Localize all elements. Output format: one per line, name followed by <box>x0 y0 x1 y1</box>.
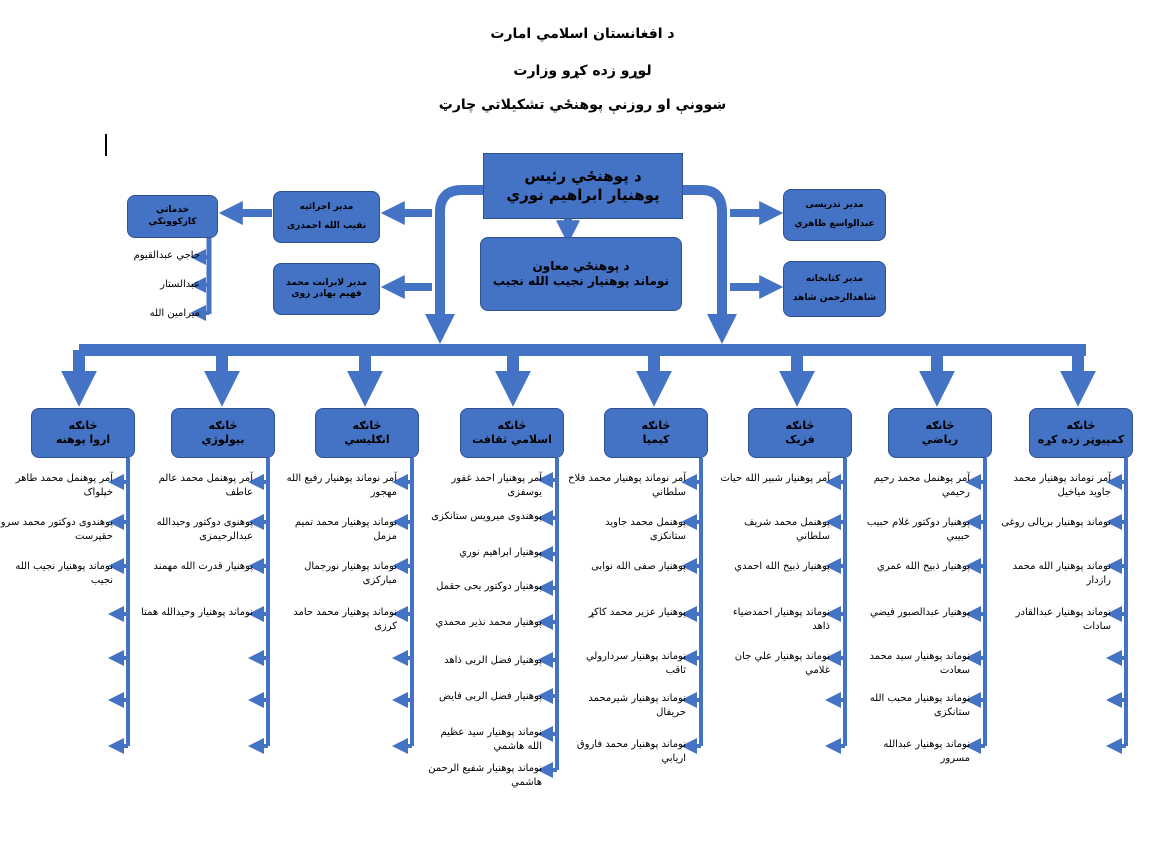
staff-member: نوماند پوهنیار عبدالله مسرور <box>883 739 970 764</box>
lab-manager-title: مدیر لابرانت محمد <box>286 277 367 288</box>
staff-member: آمر نوماند پوهنیار رفیع الله مهجور <box>286 473 397 498</box>
staff-member: پوهنوی دوکتور وحیدالله عبدالرحیمزی <box>156 517 253 542</box>
teaching-manager-box: مدیر تدریسی عبدالواسع ظاهري <box>783 189 886 241</box>
department-name: فزیک <box>785 433 815 446</box>
staff-member: آمر نوماند پوهنیار محمد فلاح سلطاني <box>568 473 686 498</box>
department-name: انګلیسي <box>344 433 390 446</box>
department-kind: څانګه <box>641 419 671 433</box>
service-staff-member: عبدالستار <box>160 279 200 290</box>
department-kind: څانګه <box>208 419 238 433</box>
staff-member: پوهندوی دوکتور محمد سرور حقپرست <box>0 517 113 542</box>
staff-member: پوهنیار دوکتور یحی حقمل <box>436 581 542 592</box>
staff-member: پوهنیار ابراهیم نوري <box>459 547 542 558</box>
service-staff-list: حاجي عبدالقیوم عبدالستار میرامین الله <box>100 250 200 337</box>
staff-member: نوماند پوهنیار شفیع الرحمن هاشمي <box>428 763 542 788</box>
department-kind: څانګه <box>68 419 98 433</box>
header-line-3: ښوونې او روزنې پوهنځي تشکیلاتي چارټ <box>438 97 727 113</box>
staff-member: نوماند پوهنیار محبب الله ستانکزی <box>869 693 970 718</box>
staff-member: پوهنمل محمد جاوید ستانکزی <box>605 517 686 542</box>
exec-manager-box: مدیر اجرائیه نقیب الله احمدزی <box>273 191 380 243</box>
library-head-name: شاهدالرحمن شاهد <box>792 293 877 303</box>
department-name: اسلامي ثقافت <box>472 433 552 446</box>
service-staff-title-2: کارکوونکي <box>148 216 197 227</box>
library-head-box: مدیر کتابخانه شاهدالرحمن شاهد <box>783 261 886 317</box>
dean-title: د پوهنځي رئیس <box>524 167 642 186</box>
staff-member: نوماند پوهنیار محمد فاروق اریابي <box>576 739 686 764</box>
deputy-name: نوماند پوهنیار نجیب الله نجیب <box>493 274 669 288</box>
staff-member: نوماند پوهنیار شیرمحمد حریفال <box>588 693 686 718</box>
staff-member: پوهنیار دوکتور غلام حبیب حبیبي <box>866 517 970 542</box>
staff-member: پوهنیار محمد نذیر محمدي <box>435 617 542 628</box>
staff-member: پوهنیار قدرت الله مهمند <box>153 561 253 572</box>
service-staff-member: میرامین الله <box>149 308 200 319</box>
dean-name: پوهنیار ابراهیم نوري <box>506 186 660 204</box>
text-cursor <box>105 134 107 156</box>
library-head-title: مدیر کتابخانه <box>805 273 864 284</box>
department-name: بیولوژي <box>201 433 245 446</box>
staff-member: آمر پوهنمل محمد رحیم رحیمي <box>873 473 970 498</box>
staff-member: نوماند پوهنیار بریالی روغی <box>1001 517 1111 528</box>
teaching-manager-title: مدیر تدریسی <box>805 199 864 210</box>
department-kind: څانګه <box>352 419 382 433</box>
staff-member: نوماند پوهنیار محمد حامد کرزی <box>293 607 397 632</box>
dean-box: د پوهنځي رئیس پوهنیار ابراهیم نوري <box>483 153 683 219</box>
staff-member: نوماند پوهنیار وحیدالله همتا <box>141 607 253 618</box>
staff-member: نوماند پوهنیار عبدالقادر سادات <box>1015 607 1111 632</box>
staff-member: نوماند پوهنیار سید محمد سعادت <box>869 651 970 676</box>
lab-manager-name: فهیم بهادر زوی <box>291 289 362 299</box>
staff-member: پوهنیار فضل الربی فایض <box>438 691 542 702</box>
staff-member: آمر پوهنیار احمد غفور یوسفزی <box>451 473 542 498</box>
staff-member: پوهندوی میرویس ستانکزی <box>431 511 542 522</box>
staff-member: پوهنیار عزیر محمد کاکړ <box>588 607 686 618</box>
header-line-1: د افغانستان اسلامي امارت <box>490 26 675 42</box>
header-line-2: لوړو زده کړو وزارت <box>513 63 652 79</box>
staff-member: نوماند پوهنیار علي جان غلامي <box>734 651 830 676</box>
department-kind: څانګه <box>785 419 815 433</box>
staff-member: نوماند پوهنیار سردارولي ثاقب <box>585 651 686 676</box>
staff-member: آمر پوهنیار شبیر الله حیات <box>720 473 830 484</box>
department-name: ریاضي <box>921 433 959 446</box>
exec-manager-name: نقیب الله احمدزی <box>286 221 367 231</box>
staff-member: پوهنیار ذبیح الله احمدي <box>734 561 830 572</box>
teaching-manager-name: عبدالواسع ظاهري <box>794 219 875 229</box>
department-kind: څانګه <box>925 419 955 433</box>
service-staff-member: حاجي عبدالقیوم <box>133 250 200 261</box>
deputy-title: د پوهنځي معاون <box>532 259 630 273</box>
exec-manager-title: مدیر اجرائیه <box>299 201 354 212</box>
staff-member: آمر پوهنمل محمد عالم عاطف <box>158 473 253 498</box>
staff-member: آمر نوماند پوهنیار محمد جاوید میاخیل <box>1013 473 1111 498</box>
department-name: اروا پوهنه <box>55 433 111 446</box>
service-staff-box: خدماتي کارکوونکي <box>127 195 218 238</box>
staff-member: نوماند پوهنیار احمدضیاء ذاهد <box>732 607 830 632</box>
department-kind: څانګه <box>497 419 527 433</box>
department-kind: څانګه <box>1066 419 1096 433</box>
staff-member: نوماند پوهنیار سید عظیم الله هاشمي <box>440 727 542 752</box>
staff-member: نوماند پوهنیار محمد تمیم مزمل <box>294 517 397 542</box>
staff-member: پوهنیار صفی الله نوابی <box>591 561 686 572</box>
staff-member: پوهنیار فضل الربی ذاهد <box>444 655 542 666</box>
staff-member: آمر پوهنمل محمد طاهر خپلواک <box>15 473 113 498</box>
deputy-box: د پوهنځي معاون نوماند پوهنیار نجیب الله … <box>480 237 682 311</box>
lab-manager-box: مدیر لابرانت محمد فهیم بهادر زوی <box>273 263 380 315</box>
staff-member: پوهنیار ذبیح الله عمري <box>877 561 970 572</box>
staff-member: نوماند پوهنیار نجیب الله نجیب <box>15 561 113 586</box>
service-staff-title-1: خدماتي <box>155 205 190 216</box>
department-name: کیمیا <box>642 433 670 446</box>
staff-member: پوهنمل محمد شریف سلطاني <box>744 517 830 542</box>
staff-member: نوماند پوهنیار الله محمد رازدار <box>1012 561 1111 586</box>
department-name: کمپیوټر زده کړه <box>1037 433 1125 446</box>
staff-member: نوماند پوهنیار نورجمال مبارکزی <box>304 561 397 586</box>
staff-member: پوهنیار عبدالصبور فیضي <box>869 607 970 618</box>
